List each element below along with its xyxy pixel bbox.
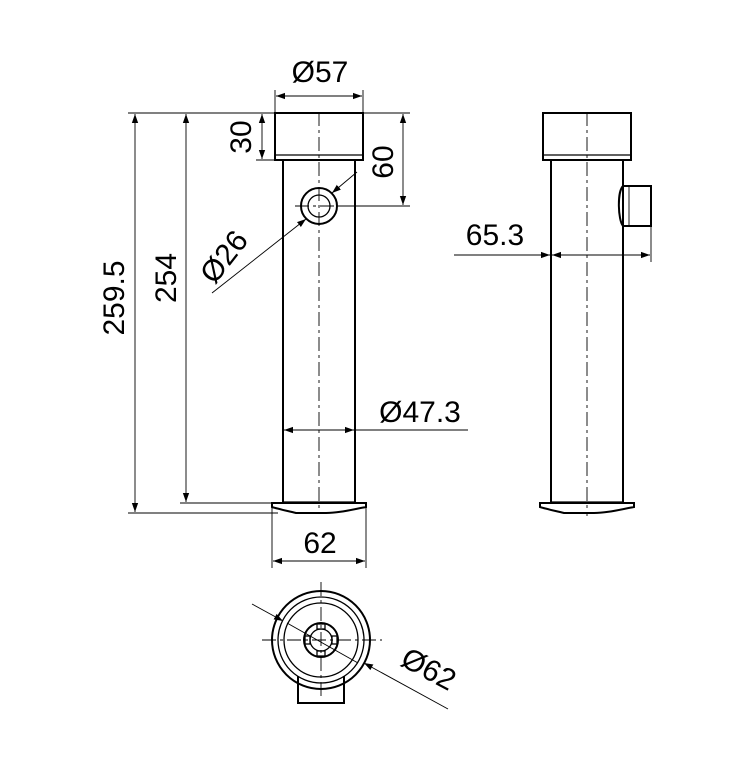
- side-base: [539, 502, 635, 514]
- dim-body-height-label: 254: [150, 253, 183, 303]
- front-view: [271, 112, 367, 514]
- dim-button-offset-label: 65.3: [466, 219, 524, 252]
- dim-total-height-label: 259.5: [98, 260, 131, 335]
- dim-top-diameter-label: Ø57: [292, 56, 349, 89]
- side-button: [617, 185, 652, 227]
- dim-total-height: 259.5: [98, 112, 278, 514]
- top-view: [262, 582, 382, 704]
- dim-base-diameter-label: Ø62: [396, 642, 462, 698]
- top-button-boss: [297, 676, 345, 704]
- side-view: [539, 112, 652, 516]
- dim-head-height-label: 30: [225, 120, 258, 153]
- side-body: [550, 160, 624, 502]
- dim-body-height: 254: [150, 114, 272, 504]
- front-base: [271, 502, 367, 514]
- dim-button-diameter: Ø26: [194, 171, 358, 294]
- dim-base-width: 62: [271, 507, 367, 568]
- dim-body-diameter: Ø47.3: [284, 396, 468, 434]
- dim-button-diameter-label: Ø26: [194, 225, 255, 290]
- dim-top-diameter: Ø57: [274, 56, 364, 113]
- dim-base-width-label: 62: [303, 527, 336, 560]
- dim-body-diameter-label: Ø47.3: [379, 396, 461, 429]
- dim-button-offset: 65.3: [454, 219, 652, 262]
- front-body: [282, 160, 356, 502]
- dim-head-height: 30: [225, 112, 282, 161]
- dim-button-height-label: 60: [367, 145, 400, 178]
- dim-button-height: 60: [338, 112, 410, 207]
